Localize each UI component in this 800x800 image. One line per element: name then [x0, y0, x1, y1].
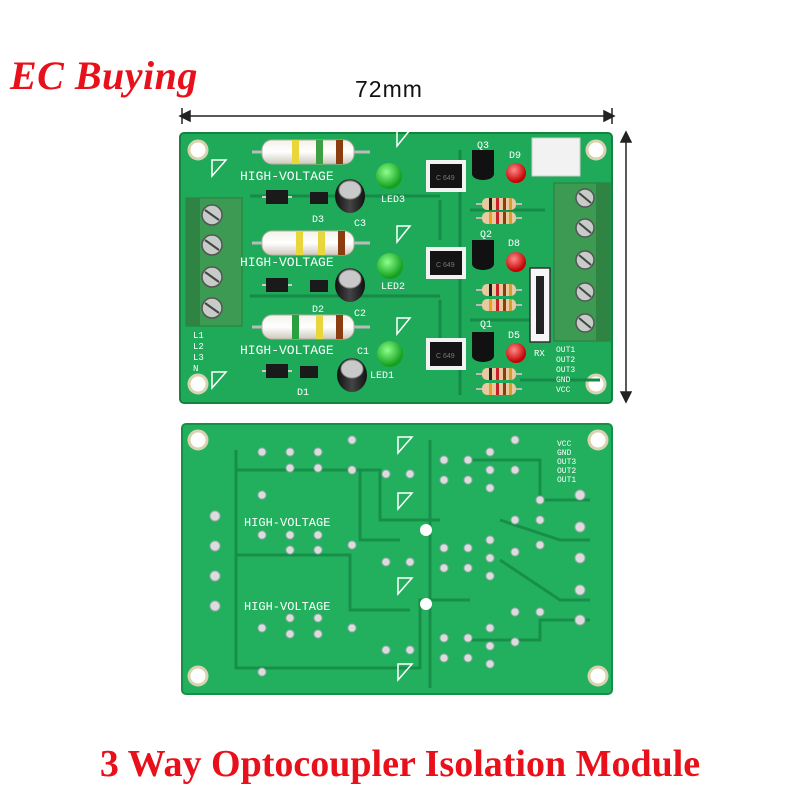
front-pin-vcc: VCC — [556, 386, 571, 395]
label-q1: Q1 — [480, 320, 492, 331]
red-led-d9 — [506, 163, 526, 183]
red-led-d5 — [506, 343, 526, 363]
capacitor-c2 — [335, 268, 365, 302]
pcb-back: HIGH-VOLTAGE HIGH-VOLTAGE VCC GND OUT3 O… — [181, 423, 613, 695]
front-pin-out1: OUT1 — [556, 346, 575, 355]
width-dimension-label: 72mm — [355, 76, 423, 102]
label-c2: C2 — [354, 309, 366, 320]
label-q2: Q2 — [480, 230, 492, 241]
green-led-3 — [376, 163, 402, 189]
back-pin-out1: OUT1 — [557, 476, 576, 485]
pin-label-l2: L2 — [193, 342, 204, 352]
capacitor-c3 — [335, 179, 365, 213]
optocoupler-2: C 649 — [426, 247, 466, 279]
power-resistor-1 — [252, 139, 370, 165]
front-pin-out3: OUT3 — [556, 366, 575, 375]
opto-mark-3: C 649 — [436, 175, 455, 182]
front-pin-gnd: GND — [556, 376, 571, 385]
pin-label-l1: L1 — [193, 331, 204, 341]
front-pin-out2: OUT2 — [556, 356, 575, 365]
power-resistor-2 — [252, 230, 370, 256]
label-d9: D9 — [509, 151, 521, 162]
label-d3: D3 — [312, 215, 324, 226]
back-high-voltage-label-1: HIGH-VOLTAGE — [244, 516, 330, 530]
back-high-voltage-label-2: HIGH-VOLTAGE — [244, 600, 330, 614]
label-led3: LED3 — [381, 195, 405, 206]
label-c1: C1 — [357, 347, 369, 358]
red-led-d8 — [506, 252, 526, 272]
label-c3: C3 — [354, 219, 366, 230]
optocoupler-3: C 649 — [426, 160, 466, 192]
label-d8: D8 — [508, 239, 520, 250]
back-pin-vcc: VCC — [557, 440, 572, 449]
label-rx: RX — [534, 349, 545, 359]
transistor-q1 — [472, 332, 494, 362]
small-resistors — [476, 198, 522, 395]
output-screw-terminal — [553, 182, 611, 342]
label-q3: Q3 — [477, 141, 489, 152]
label-d2: D2 — [312, 305, 324, 316]
input-screw-terminal — [185, 197, 243, 327]
power-resistor-3 — [252, 314, 370, 340]
optocoupler-1: C 649 — [426, 338, 466, 370]
label-d5: D5 — [508, 331, 520, 342]
pin-label-l3: L3 — [193, 353, 204, 363]
front-high-voltage-label-3: HIGH-VOLTAGE — [240, 343, 334, 358]
green-led-2 — [377, 253, 403, 279]
back-pin-gnd: GND — [557, 449, 572, 458]
label-led1: LED1 — [370, 371, 394, 382]
product-title: 3 Way Optocoupler Isolation Module — [99, 743, 701, 785]
pcb-front: HIGH-VOLTAGE HIGH-VOLTAGE HIGH-VOLTAGE L… — [179, 129, 613, 404]
brand-logo: EC Buying — [10, 53, 198, 98]
front-high-voltage-label-2: HIGH-VOLTAGE — [240, 255, 334, 270]
back-pin-out2: OUT2 — [557, 467, 576, 476]
opto-mark-1: C 649 — [436, 353, 455, 360]
pin-label-n: N — [193, 364, 198, 374]
front-high-voltage-label-1: HIGH-VOLTAGE — [240, 169, 334, 184]
green-led-1 — [377, 341, 403, 367]
back-pin-out3: OUT3 — [557, 458, 576, 467]
opto-mark-2: C 649 — [436, 262, 455, 269]
label-led2: LED2 — [381, 282, 405, 293]
capacitor-c1 — [337, 358, 367, 392]
label-d1: D1 — [297, 388, 309, 399]
transistor-q2 — [472, 240, 494, 270]
height-dimension-arrow — [619, 130, 633, 404]
transistor-q3 — [472, 150, 494, 180]
width-dimension-arrow — [178, 108, 616, 124]
